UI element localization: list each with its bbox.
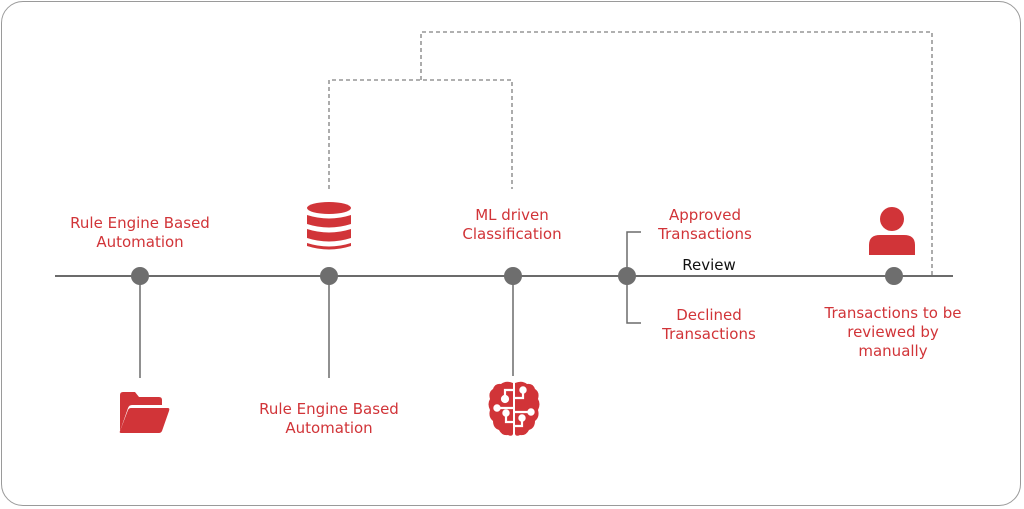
user-icon <box>869 207 915 255</box>
node-review <box>618 267 636 285</box>
label-manual-review: Transactions to be reviewed by manually <box>824 304 962 360</box>
label-declined-transactions: Declined Transactions <box>662 306 756 343</box>
node-stage2 <box>320 267 338 285</box>
database-icon <box>307 202 351 250</box>
node-stage1 <box>131 267 149 285</box>
feedback-loop-ml <box>328 79 513 189</box>
node-stage3 <box>504 267 522 285</box>
label-stage2-rule-engine: Rule Engine Based Automation <box>259 400 399 437</box>
label-approved-transactions: Approved Transactions <box>658 206 752 243</box>
brain-circuit-icon <box>488 381 540 436</box>
label-ml-classification: ML driven Classification <box>462 206 562 243</box>
feedback-loop-manual <box>420 31 933 276</box>
label-review: Review <box>682 256 736 274</box>
label-stage1-rule-engine: Rule Engine Based Automation <box>70 214 210 251</box>
node-manual <box>885 267 903 285</box>
folder-icon <box>119 392 170 433</box>
